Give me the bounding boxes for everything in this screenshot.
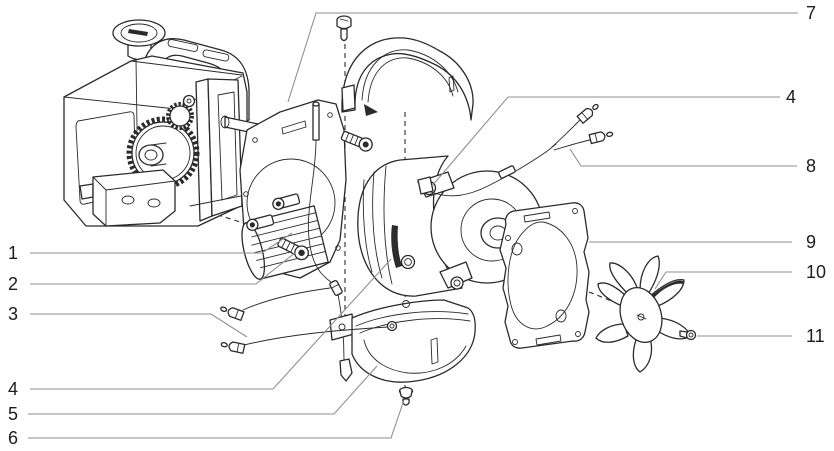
callout-7: 7 [806, 3, 816, 23]
motor-screw [400, 254, 416, 270]
callout-11: 11 [806, 326, 825, 346]
callout-8: 8 [806, 156, 816, 176]
callout-4-left: 4 [8, 379, 18, 399]
callout-6: 6 [8, 428, 18, 448]
bullet-connector [220, 341, 246, 354]
stator-stud-screw [246, 214, 275, 231]
bullet-connector [576, 103, 599, 124]
carry-handle [141, 38, 250, 126]
pinion-gear [166, 94, 196, 130]
leader-lines [28, 12, 798, 439]
fan-blade [595, 255, 691, 373]
callout-4-right: 4 [786, 87, 796, 107]
callout-9: 9 [806, 232, 816, 252]
callout-1: 1 [8, 243, 18, 263]
lower-motor-shroud [329, 299, 476, 383]
wire-assembly-right [417, 103, 614, 197]
oil-cap [112, 19, 166, 61]
bullet-connector [588, 131, 614, 145]
upper-motor-shroud [341, 37, 474, 121]
gear-frame [189, 78, 247, 222]
motor-gasket [499, 202, 590, 349]
motor-screw [450, 276, 464, 290]
bullet-connector [220, 306, 245, 321]
ring-terminal [386, 320, 398, 332]
socket-screw [340, 130, 373, 152]
wire-ferrule [498, 165, 516, 179]
callout-2: 2 [8, 274, 18, 294]
shroud-bottom-screw [398, 386, 414, 406]
wire-assembly-left [220, 287, 398, 354]
gearbox-assembly [63, 19, 262, 227]
callout-10: 10 [806, 262, 826, 282]
shroud-top-screw [336, 15, 352, 42]
mounting-base [79, 169, 176, 227]
callout-3: 3 [8, 304, 18, 324]
inline-connector [329, 279, 343, 297]
terminal-pin [307, 101, 335, 286]
fan-screw [679, 329, 697, 341]
callout-labels: 1 2 3 4 5 6 7 4 8 9 10 11 [8, 3, 826, 448]
flag-terminal [417, 176, 434, 195]
callout-5: 5 [8, 404, 18, 424]
stator-stud-screw [272, 193, 301, 210]
spade-terminal [339, 358, 353, 382]
drive-gear [126, 116, 200, 190]
